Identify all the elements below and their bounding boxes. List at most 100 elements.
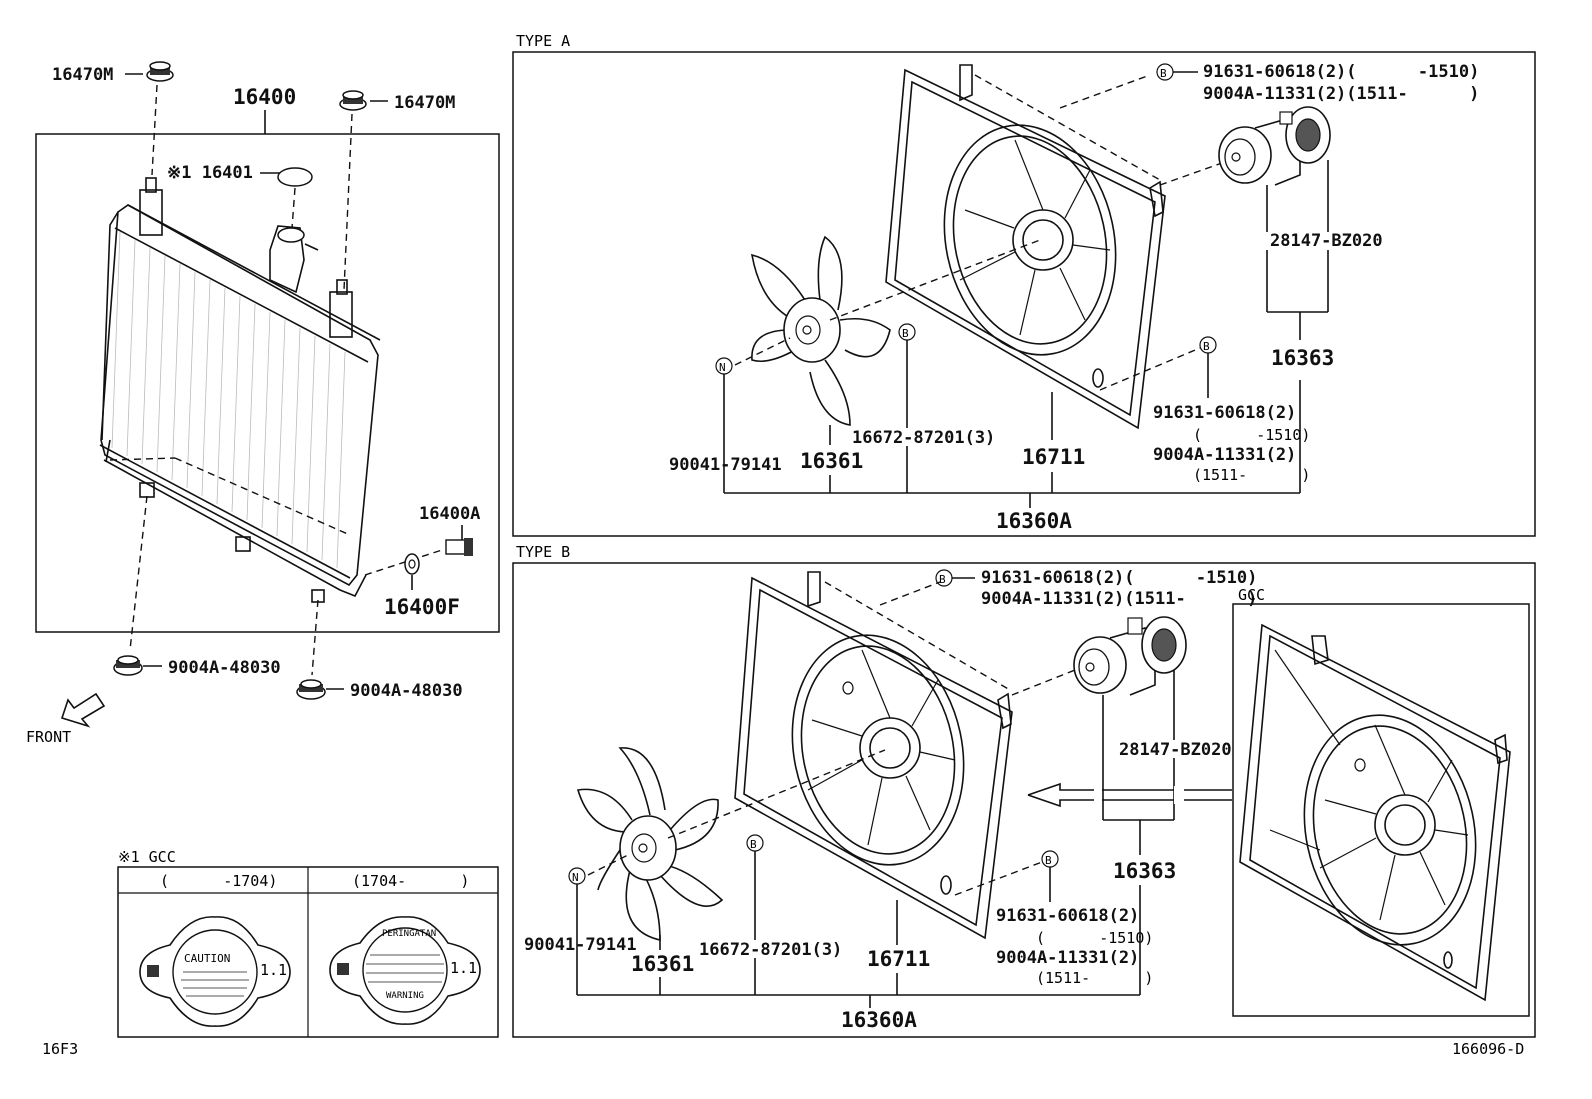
type-b-b-right-2: ( -1510) <box>1036 929 1153 947</box>
leader <box>1011 669 1076 696</box>
type-a-b-top-2: 9004A-11331(2)(1511- ) <box>1203 84 1479 104</box>
leader <box>129 495 148 651</box>
leader <box>151 84 158 176</box>
type-a-frame <box>512 51 1536 537</box>
leader <box>1159 162 1223 186</box>
front-arrow-icon <box>60 692 106 728</box>
type-a-screw: 16672-87201(3) <box>852 428 995 448</box>
type-a-b-right-4: (1511- ) <box>1193 466 1310 484</box>
radiator-cap-icon <box>277 167 313 187</box>
label-bg <box>850 428 1000 446</box>
type-b-16361: 16361 <box>631 952 694 976</box>
type-a-16360a: 16360A <box>996 509 1072 533</box>
type-b-b-top-2: 9004A-11331(2)(1511- ) <box>981 589 1257 609</box>
type-b-section: TYPE B B 91631-60618(2)( <box>512 543 1536 1038</box>
type-b-b-right-4: (1511- ) <box>1036 969 1153 987</box>
label-bg <box>1266 232 1394 250</box>
svg-text:N: N <box>719 361 726 374</box>
label-16401: ※1 16401 <box>167 163 253 183</box>
svg-text:B: B <box>1045 854 1052 867</box>
type-a-section: TYPE A B 91631-60618(2)( <box>512 32 1536 537</box>
leader <box>1059 74 1151 109</box>
leader <box>174 457 351 536</box>
leader <box>109 457 176 461</box>
type-b-16711: 16711 <box>867 947 930 971</box>
type-b-b-right-3: 9004A-11331(2) <box>996 948 1139 968</box>
cap-table: ※1 GCC ( -1704) (1704- ) CAUTION 1.1 PER… <box>117 848 499 1038</box>
fan-motor-a-icon <box>1218 106 1331 186</box>
gcc-shroud-icon <box>1239 623 1511 1002</box>
svg-text:B: B <box>902 327 909 340</box>
fan-blade-a-icon <box>750 235 891 426</box>
cap-new-warning: WARNING <box>386 991 424 1001</box>
type-b-16360a: 16360A <box>841 1008 917 1032</box>
radiator-cap-new-icon: PERINGATAN WARNING 1.1 <box>329 916 481 1025</box>
footer-right-code: 166096-D <box>1452 1040 1524 1058</box>
cap-old-caution: CAUTION <box>184 952 230 965</box>
leader <box>829 239 1041 321</box>
label-16470m-left: 16470M <box>52 65 113 85</box>
gcc-frame <box>1232 603 1530 1017</box>
leader <box>311 599 319 676</box>
type-b-16363: 16363 <box>1113 859 1176 883</box>
label-bg <box>697 940 839 958</box>
label-16470m-right: 16470M <box>394 93 455 113</box>
label-16400a: 16400A <box>419 504 480 524</box>
gasket-hole-icon <box>408 559 416 569</box>
radiator-section: 16470M 16400 16470M ※1 16401 <box>26 61 500 746</box>
leader <box>667 749 886 839</box>
cap-table-title: ※1 GCC <box>118 848 176 866</box>
type-a-b-right-3: 9004A-11331(2) <box>1153 445 1296 465</box>
type-b-screw: 16672-87201(3) <box>699 940 842 960</box>
fan-blade-b-icon <box>576 747 724 941</box>
type-a-b-right-2: ( -1510) <box>1193 426 1310 444</box>
cap-table-col2: (1704- ) <box>352 872 469 890</box>
svg-text:B: B <box>1160 67 1167 80</box>
cushion-right-icon <box>296 679 326 700</box>
type-b-title: TYPE B <box>516 543 570 561</box>
type-a-motor: 28147-BZ020 <box>1270 231 1383 251</box>
grommet-right-icon <box>339 90 367 111</box>
label-16400f: 16400F <box>384 595 460 619</box>
radiator-frame <box>35 133 500 633</box>
type-a-16363: 16363 <box>1271 346 1334 370</box>
fan-motor-b-icon <box>1073 616 1187 696</box>
leader <box>734 337 791 366</box>
drain-plug-icon <box>445 538 473 556</box>
leader <box>343 113 353 291</box>
leader <box>1099 347 1201 391</box>
type-a-16711: 16711 <box>1022 445 1085 469</box>
label-bg <box>1117 740 1233 758</box>
leader <box>954 861 1043 896</box>
leader <box>879 581 941 606</box>
cap-old-pressure: 1.1 <box>260 961 287 979</box>
svg-text:B: B <box>750 838 757 851</box>
label-9004a-48030-left: 9004A-48030 <box>168 658 281 678</box>
gcc-arrow-icon <box>1027 782 1232 808</box>
leader <box>587 854 629 876</box>
cushion-left-icon <box>113 655 143 676</box>
gcc-label: GCC <box>1238 586 1265 604</box>
type-b-b-top-1: 91631-60618(2)( -1510) <box>981 568 1257 588</box>
fan-shroud-a-icon <box>885 64 1166 430</box>
radiator-cap-old-icon: CAUTION 1.1 <box>139 916 291 1027</box>
cap-new-peringatan: PERINGATAN <box>382 929 436 939</box>
front-label: FRONT <box>26 728 71 746</box>
cap-new-pressure: 1.1 <box>450 959 477 977</box>
svg-text:B: B <box>1203 340 1210 353</box>
type-a-b-right-1: 91631-60618(2) <box>1153 403 1296 423</box>
type-b-nut: 90041-79141 <box>524 935 637 955</box>
grommet-left-icon <box>146 61 174 82</box>
type-a-title: TYPE A <box>516 32 570 50</box>
label-9004a-48030-right: 9004A-48030 <box>350 681 463 701</box>
fan-shroud-b-icon <box>734 571 1013 940</box>
type-a-b-top-1: 91631-60618(2)( -1510) <box>1203 62 1479 82</box>
svg-text:B: B <box>939 573 946 586</box>
label-16400: 16400 <box>233 85 296 109</box>
leader <box>364 549 443 576</box>
type-b-b-right-1: 91631-60618(2) <box>996 906 1139 926</box>
cap-table-col1: ( -1704) <box>160 872 277 890</box>
type-b-motor: 28147-BZ020 <box>1119 740 1232 760</box>
type-a-nut: 90041-79141 <box>669 455 782 475</box>
